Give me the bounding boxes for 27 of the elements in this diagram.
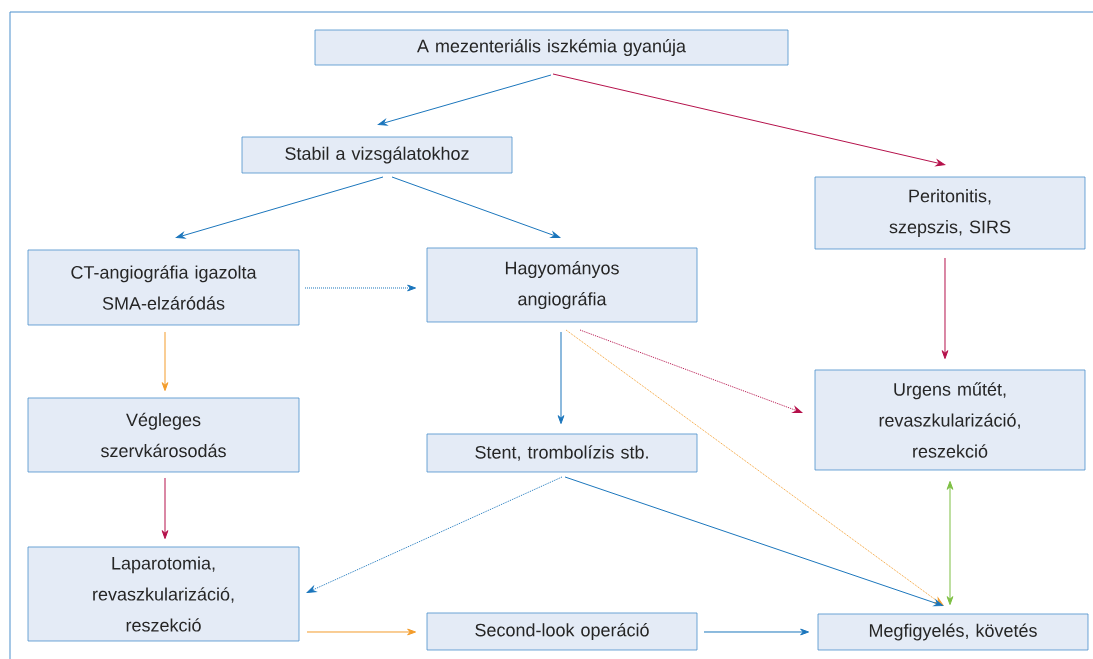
arrow <box>565 329 944 606</box>
arrow <box>564 476 944 607</box>
process-box: Végleges szervkárosodás <box>27 397 300 473</box>
arrow <box>391 176 561 239</box>
arrow <box>306 628 417 636</box>
arrow <box>161 477 169 540</box>
arrow <box>941 257 949 360</box>
arrow <box>552 73 946 167</box>
arrow <box>304 284 417 292</box>
process-box: Peritonitis, szepszis, SIRS <box>814 176 1086 250</box>
arrow <box>306 476 563 593</box>
arrow <box>161 331 169 392</box>
arrow <box>557 331 565 425</box>
arrow <box>946 480 954 606</box>
process-box: CT-angiográfia igazolta SMA-elzáródás <box>27 249 300 326</box>
process-box: Laparotomia, revaszkularizáció, reszekció <box>27 546 300 642</box>
process-box: Stabil a vizsgálatokhoz <box>241 136 513 174</box>
arrow <box>175 176 384 239</box>
arrow <box>579 329 803 413</box>
process-box: Stent, trombolízis stb. <box>426 433 698 473</box>
arrow <box>703 628 810 636</box>
process-box: Hagyományos angiográfia <box>426 247 698 323</box>
process-box: Urgens műtét, revaszkularizáció, reszekció <box>814 369 1086 471</box>
process-box: Second-look operáció <box>426 612 698 651</box>
process-box: A mezenteriális iszkémia gyanúja <box>314 29 789 66</box>
arrow <box>377 74 552 126</box>
process-box: Megfigyelés, követés <box>817 613 1089 651</box>
